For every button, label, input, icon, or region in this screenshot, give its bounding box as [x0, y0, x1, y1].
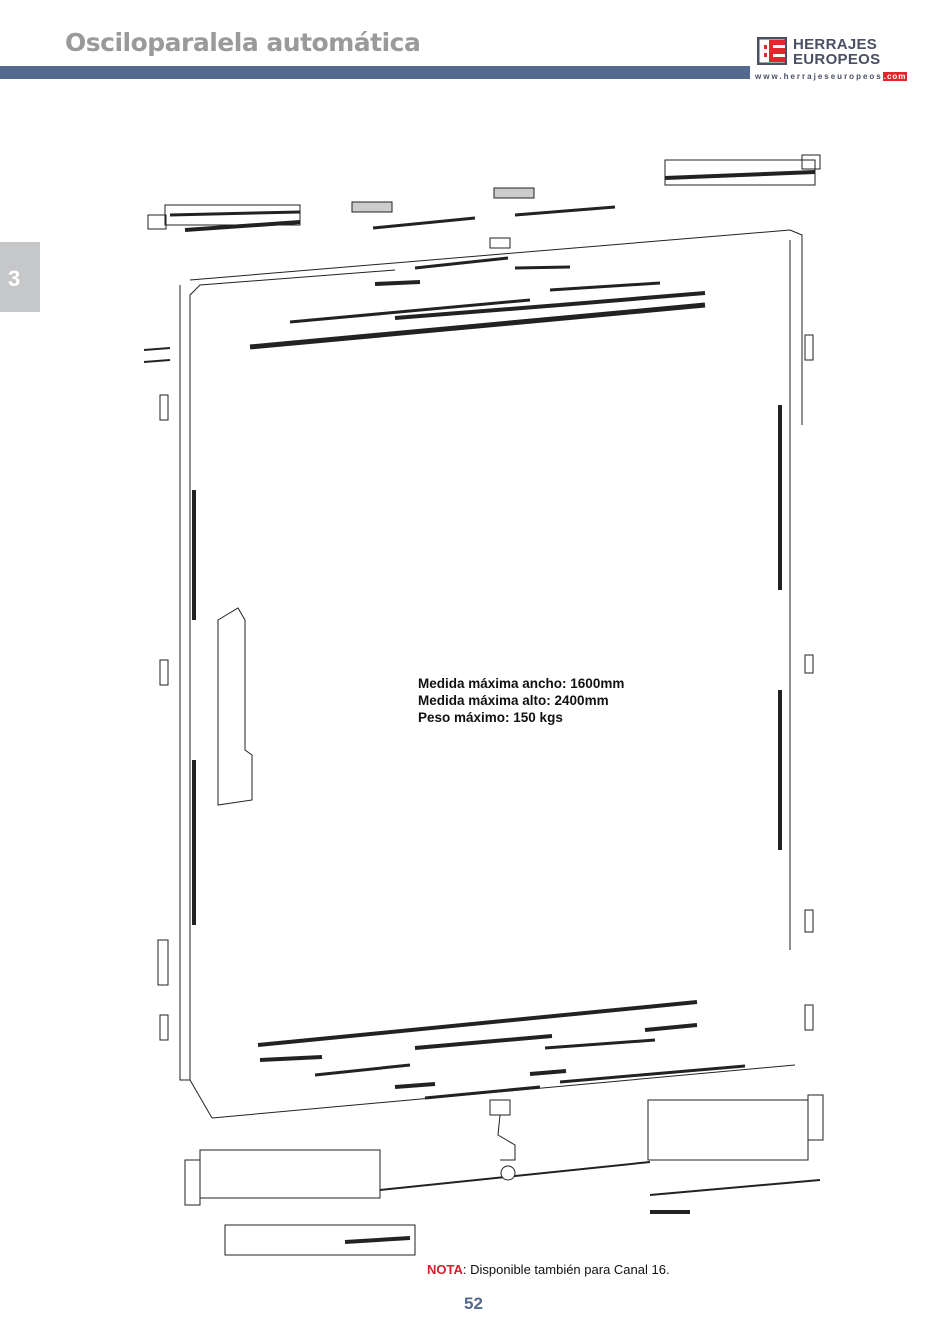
logo-url-main: www.herrajeseuropeos — [755, 72, 883, 81]
logo-line2: EUROPEOS — [793, 51, 881, 68]
spec-max-width: Medida máxima ancho: 1600mm — [418, 676, 625, 691]
brand-logo: HERRAJES EUROPEOS www.herrajeseuropeos.c… — [755, 35, 908, 85]
spec-max-height: Medida máxima alto: 2400mm — [418, 693, 609, 708]
handle — [217, 607, 253, 806]
spec-max-weight: Peso máximo: 150 kgs — [418, 710, 563, 725]
section-tab: 3 — [0, 242, 40, 312]
logo-mark-icon — [757, 37, 787, 65]
top-rail-right — [664, 154, 821, 186]
section-number: 3 — [8, 266, 21, 291]
exploded-hardware-diagram — [143, 154, 824, 1256]
top-rail-left — [147, 204, 301, 232]
bottom-rail-left — [184, 1149, 416, 1256]
window-frame — [179, 229, 803, 1119]
logo-url: www.herrajeseuropeos.com — [755, 72, 908, 81]
page-number: 52 — [464, 1294, 483, 1313]
logo-line1: HERRAJES — [793, 36, 878, 53]
header-bar — [0, 66, 750, 79]
note-label: NOTA — [427, 1262, 463, 1277]
note-text: : Disponible también para Canal 16. — [462, 1262, 670, 1277]
note: NOTA: Disponible también para Canal 16. — [427, 1262, 670, 1277]
specifications: Medida máxima ancho: 1600mm Medida máxim… — [418, 675, 624, 726]
logo-url-tld: .com — [882, 72, 908, 81]
page-title: Osciloparalela automática — [65, 28, 421, 57]
bottom-rail-right — [647, 1094, 824, 1214]
